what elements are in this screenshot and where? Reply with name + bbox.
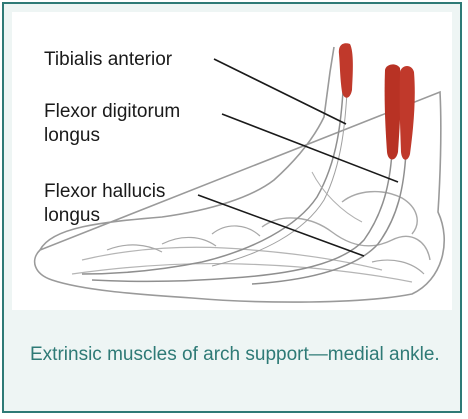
- leader-tibialis: [214, 59, 346, 124]
- figure-caption: Extrinsic muscles of arch support—medial…: [30, 342, 450, 367]
- flexor-digitorum-muscle: [385, 64, 401, 159]
- label-flexor-digitorum-longus: Flexor digitorum longus: [44, 100, 180, 148]
- tibialis-anterior-muscle: [339, 43, 353, 97]
- leader-flexor-digitorum: [222, 114, 398, 182]
- leader-flexor-hallucis: [198, 195, 364, 256]
- figure-frame: Tibialis anterior Flexor digitorum longu…: [2, 2, 462, 413]
- illustration-panel: Tibialis anterior Flexor digitorum longu…: [12, 12, 452, 310]
- label-flexor-hallucis-longus: Flexor hallucis longus: [44, 180, 165, 228]
- label-tibialis-anterior: Tibialis anterior: [44, 48, 172, 72]
- flexor-hallucis-muscle: [400, 66, 415, 160]
